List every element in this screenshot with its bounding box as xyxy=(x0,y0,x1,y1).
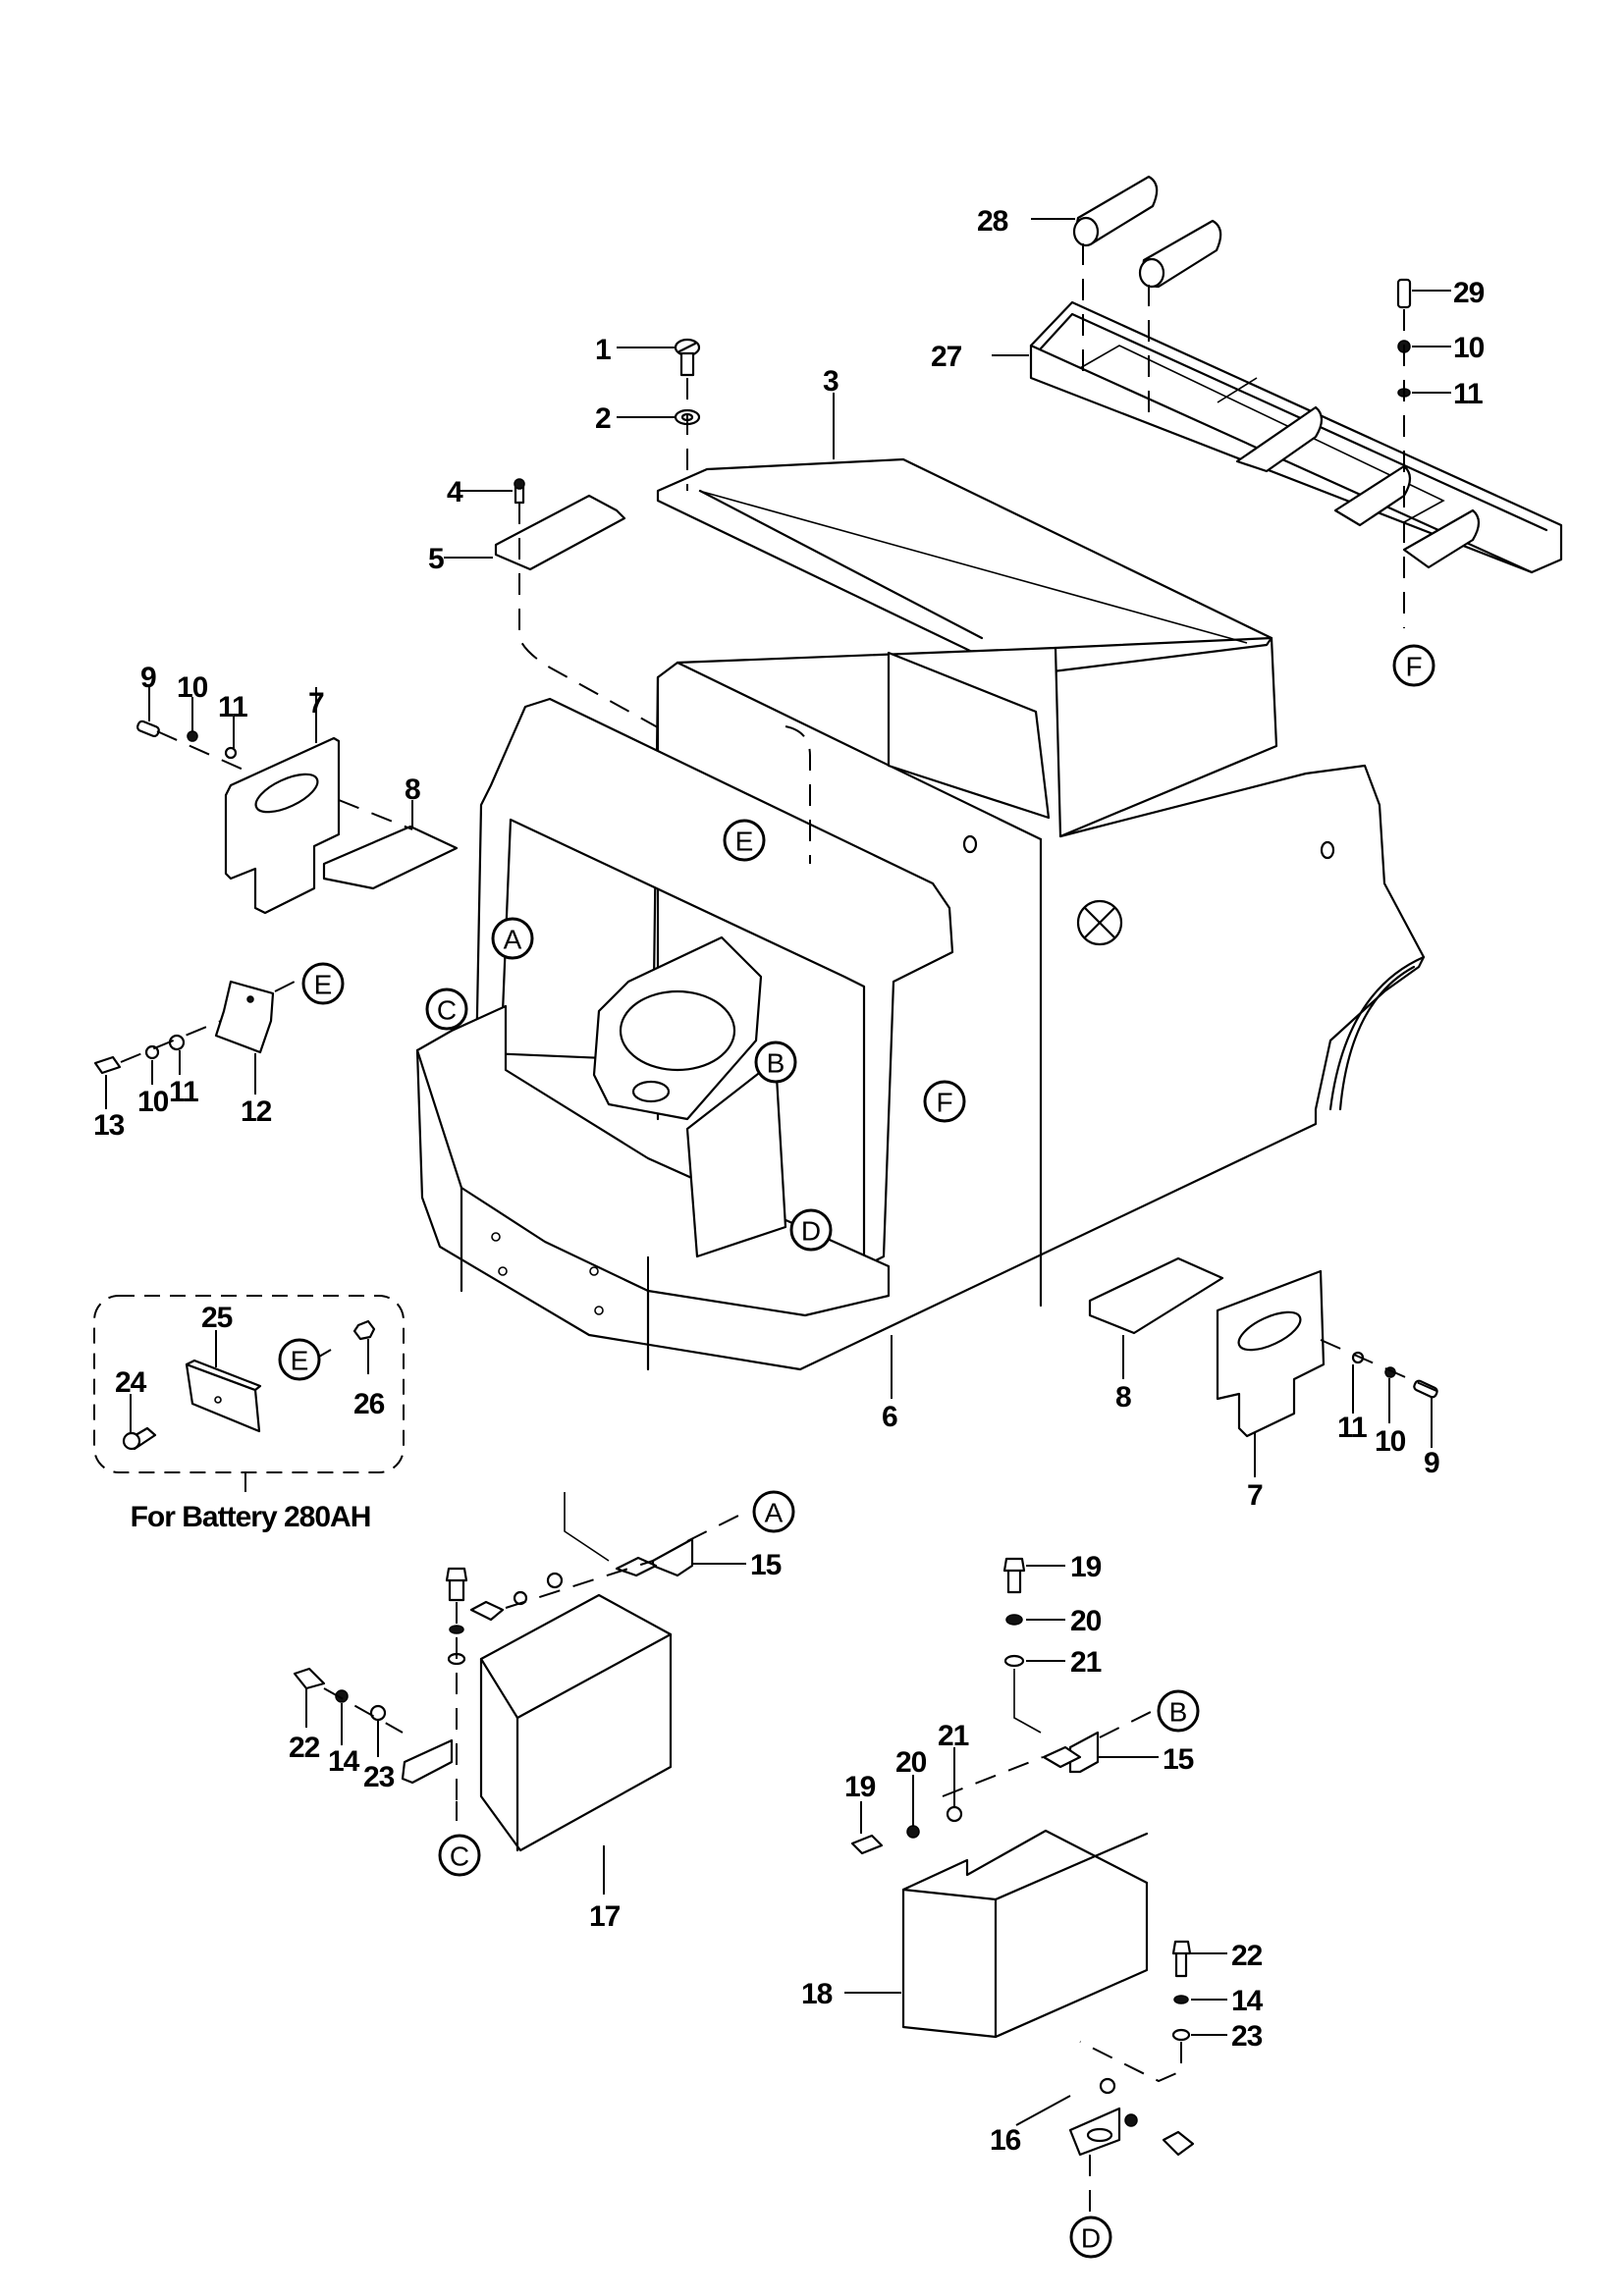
label-1: 1 xyxy=(595,334,611,366)
ref-D-frame: D xyxy=(789,1208,833,1252)
label-16: 16 xyxy=(990,2124,1021,2157)
ref-B-frame: B xyxy=(754,1041,797,1084)
label-6: 6 xyxy=(882,1401,897,1433)
ref-D-bracket: D xyxy=(1069,2216,1112,2259)
label-23-left: 23 xyxy=(363,1761,395,1793)
bracket-12-group xyxy=(93,976,305,1109)
svg-text:C: C xyxy=(437,995,457,1026)
label-17: 17 xyxy=(589,1900,621,1933)
svg-text:F: F xyxy=(1405,652,1422,682)
label-11-mid: 11 xyxy=(169,1076,198,1108)
top-cover-assembly xyxy=(444,338,1273,816)
svg-text:A: A xyxy=(504,925,522,955)
svg-text:B: B xyxy=(767,1048,785,1079)
svg-text:A: A xyxy=(765,1498,784,1528)
main-frame xyxy=(415,636,1426,1399)
ref-A-frame: A xyxy=(491,917,534,960)
svg-text:E: E xyxy=(314,970,333,1000)
label-9-left: 9 xyxy=(140,662,156,694)
svg-text:D: D xyxy=(801,1216,821,1247)
label-21-side: 21 xyxy=(938,1720,969,1752)
option-note: For Battery 280AH xyxy=(131,1501,371,1533)
label-14-right: 14 xyxy=(1231,1985,1264,2017)
ref-B-bracket: B xyxy=(1157,1689,1200,1733)
roller-28b xyxy=(1138,219,1222,289)
ref-F-tray: F xyxy=(1392,644,1435,687)
label-7-right: 7 xyxy=(1247,1479,1263,1512)
reference-letters: A A B B C C D D E E E F F xyxy=(278,644,1435,2259)
label-2: 2 xyxy=(595,402,611,435)
box-18-group xyxy=(844,1557,1227,2218)
label-18: 18 xyxy=(801,1978,833,2010)
label-12: 12 xyxy=(241,1095,272,1128)
ref-E-frame: E xyxy=(723,819,766,862)
label-24: 24 xyxy=(115,1366,147,1399)
svg-text:E: E xyxy=(735,827,754,857)
label-19-top: 19 xyxy=(1070,1551,1102,1583)
label-5: 5 xyxy=(428,543,444,575)
label-15-upper: 15 xyxy=(750,1549,782,1581)
label-11-top: 11 xyxy=(1453,378,1483,410)
label-20-side: 20 xyxy=(895,1746,927,1779)
label-11-right: 11 xyxy=(1337,1412,1367,1444)
label-29: 29 xyxy=(1453,277,1485,309)
svg-text:F: F xyxy=(936,1088,952,1118)
svg-text:D: D xyxy=(1081,2223,1101,2254)
label-10-left: 10 xyxy=(177,671,208,704)
label-10-top: 10 xyxy=(1453,332,1485,364)
label-26: 26 xyxy=(353,1388,385,1420)
roller-28a xyxy=(1072,175,1159,247)
part-number-labels: 1 2 3 4 5 6 7 7 8 8 9 9 10 10 10 10 11 1… xyxy=(93,205,1486,2157)
box-17-group xyxy=(293,1492,747,1895)
label-28: 28 xyxy=(977,205,1008,238)
left-side-plate-group xyxy=(135,687,459,915)
label-19-side: 19 xyxy=(844,1771,876,1803)
ref-E-bracket12: E xyxy=(301,962,345,1005)
ref-E-option: E xyxy=(278,1338,321,1381)
label-20-top: 20 xyxy=(1070,1605,1102,1637)
label-9-right: 9 xyxy=(1424,1447,1439,1479)
label-8-right: 8 xyxy=(1115,1381,1131,1414)
roller-tray-assembly xyxy=(992,175,1563,628)
label-15-lower: 15 xyxy=(1163,1743,1194,1776)
label-14-left: 14 xyxy=(328,1745,360,1778)
ref-F-frame: F xyxy=(923,1080,966,1123)
label-22-right: 22 xyxy=(1231,1940,1263,1972)
label-3: 3 xyxy=(823,365,839,398)
ref-A-bracket: A xyxy=(752,1490,795,1533)
label-25: 25 xyxy=(201,1302,233,1334)
label-27: 27 xyxy=(931,341,962,373)
label-10-right: 10 xyxy=(1375,1425,1406,1458)
svg-text:E: E xyxy=(291,1346,309,1376)
label-4: 4 xyxy=(447,476,463,508)
label-23-right: 23 xyxy=(1231,2020,1263,2053)
label-13: 13 xyxy=(93,1109,125,1142)
label-7-left: 7 xyxy=(308,687,324,720)
svg-text:C: C xyxy=(450,1842,469,1872)
ref-C-bracket: C xyxy=(438,1834,481,1877)
ref-C-frame: C xyxy=(425,988,468,1031)
label-10-mid: 10 xyxy=(137,1086,169,1118)
right-side-plate-group xyxy=(1088,1256,1444,1477)
option-box xyxy=(93,1295,405,1492)
label-22-left: 22 xyxy=(289,1732,320,1764)
label-21-top: 21 xyxy=(1070,1646,1102,1679)
svg-text:B: B xyxy=(1169,1697,1188,1728)
label-8-left: 8 xyxy=(405,774,420,806)
label-11-left: 11 xyxy=(218,691,247,723)
